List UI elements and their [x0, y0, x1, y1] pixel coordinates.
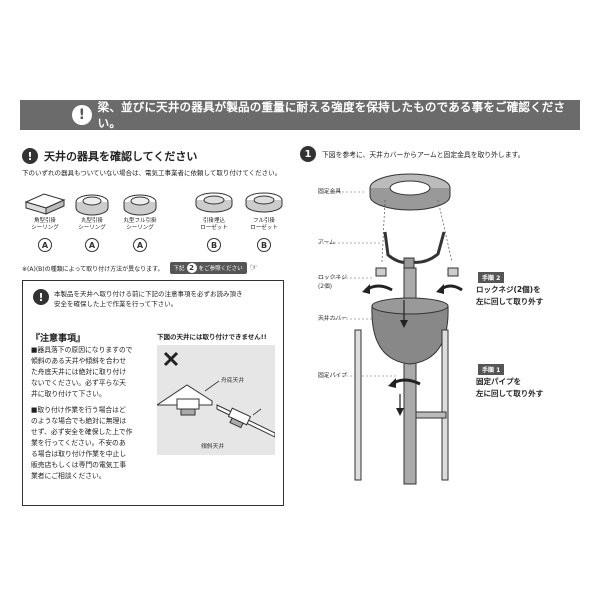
round-full-ceiling-icon: [123, 194, 157, 216]
full-rosette-icon: [245, 192, 283, 213]
keisha-label: 傾斜天井: [201, 444, 225, 450]
fixture-check-subtext: 下のいずれの器具もついていない場合は、電気工事業者に依頼して取り付けてください。: [22, 169, 282, 177]
banner-text: 梁、並びに天井の器具が製品の重量に耐える強度を保持したものである事をご確認くださ…: [97, 100, 566, 130]
type-a-badge: A: [133, 238, 147, 252]
fixture-label: フル引掛 ローゼット: [250, 218, 278, 231]
caution-item-1: ■器具落下の原因になりますので 傾斜のある天井や傾斜を合わせ た舟底天井には絶対…: [31, 346, 133, 398]
fixture-label: 角型引掛 シーリング: [31, 218, 59, 231]
step-1-heading: 1 下図を参考に、天井カバーからアームと固定金具を取り外します。: [300, 146, 524, 162]
fixture-drawings: [24, 192, 283, 216]
ceiling-cover-label: 天井カバー: [318, 316, 347, 322]
type-b-badge: B: [207, 238, 221, 252]
step-1-badge: 手順 1: [478, 364, 505, 375]
fixture-list: 角型引掛 シーリング 丸型引掛 シーリング 丸型フル引掛 シーリング 引掛埋込 …: [18, 180, 288, 260]
exclamation-icon: !: [33, 289, 49, 305]
fixture-label: 引掛埋込 ローゼット: [200, 218, 228, 231]
type-a-badge: A: [38, 238, 52, 252]
fixture-check-heading: ! 天井の器具を確認してください: [22, 148, 197, 164]
pointing-hand-icon: ☞: [249, 263, 258, 273]
caution-box: ! 本製品を天井へ取り付ける前に下記の注意事項を必ずお読み頂き 安全を確保した上…: [22, 280, 284, 506]
caution-title: 『注意事項』: [31, 334, 86, 344]
fixed-pipe-label: 固定パイプ: [318, 373, 347, 379]
kotei-kanagu-label: 固定金具: [318, 189, 342, 195]
caution-intro: 本製品を天井へ取り付ける前に下記の注意事項を必ずお読み頂き 安全を確保した上で作…: [54, 290, 243, 308]
exclamation-icon: !: [72, 105, 92, 125]
fixture-type-note: ※(A)(B)の種類によって取り付け方法が異なります。 下記 2 をご参照くださ…: [22, 262, 258, 274]
square-ceiling-icon: [24, 193, 66, 215]
step-2-text: ロックネジ(2個)を 左に回して取り外す: [476, 285, 544, 306]
fixture-label: 丸型引掛 シーリング: [78, 218, 106, 231]
step-number-badge: 1: [300, 146, 316, 162]
funazoko-label: 舟底天井: [221, 378, 245, 384]
step-2-badge: 手順 2: [478, 272, 505, 283]
cannot-install-diagram: 舟底天井 傾斜天井: [157, 345, 275, 455]
type-a-badge: A: [85, 238, 99, 252]
step-1-text: 固定パイプを 左に回して取り外す: [476, 377, 544, 398]
fixture-label: 丸型フル引掛 シーリング: [123, 218, 157, 231]
type-b-badge: B: [257, 238, 271, 252]
embedded-rosette-icon: [195, 192, 233, 213]
cannot-install-title: 下図の天井には取り付けできません!!: [157, 333, 267, 341]
arm-label: アーム: [318, 240, 335, 246]
caution-item-2: ■取り付け作業を行う場合はど のような場合でも絶対に無理は せず、必ず安全を確保…: [31, 406, 133, 480]
sloped-ceiling-diagram: [157, 351, 275, 438]
lock-screw-label: ロックネジ (2個): [318, 275, 347, 290]
warning-banner: ! 梁、並びに天井の器具が製品の重量に耐える強度を保持したものである事をご確認く…: [20, 100, 580, 130]
see-step-2-pill: 下記 2 をご参照ください: [169, 262, 247, 274]
round-ceiling-icon: [75, 194, 109, 216]
exclamation-icon: !: [22, 148, 38, 164]
